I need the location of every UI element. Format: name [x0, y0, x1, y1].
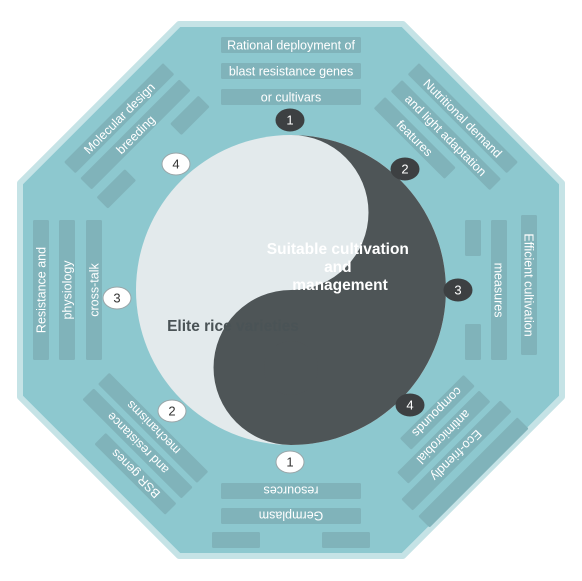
badge-number: 2 — [168, 404, 175, 419]
side-bar — [64, 63, 174, 173]
badge-number: 4 — [172, 157, 179, 172]
side-bottom: Germplasm resources — [212, 483, 370, 548]
side-bar-tab — [170, 96, 210, 135]
side-bar-label: cross-talk — [88, 263, 102, 317]
side-bar-label: blast resistance genes — [229, 65, 353, 79]
dark-half-label: Suitable cultivation and management — [267, 241, 413, 294]
side-bar-label: Efficient cultivation — [522, 233, 536, 336]
side-bar — [400, 375, 475, 450]
dark-label-line-3: management — [292, 277, 388, 294]
dark-label-line-1: Suitable cultivation — [267, 241, 409, 258]
side-bar — [95, 433, 176, 515]
badge-dark-3: 3 — [443, 278, 473, 302]
badge-dark-1: 1 — [275, 108, 305, 132]
side-bar — [401, 400, 511, 510]
side-bar — [221, 37, 361, 53]
badge-number: 2 — [401, 162, 408, 177]
side-right: Efficient cultivation measures — [465, 215, 537, 360]
yin-dot — [264, 185, 318, 239]
badge-dark-2: 2 — [390, 157, 420, 181]
side-bar — [521, 215, 537, 355]
side-bar — [397, 391, 490, 484]
side-bar — [221, 508, 361, 524]
side-left: Resistance and physiology cross-talk — [33, 220, 102, 360]
side-bar — [408, 63, 518, 173]
side-bar — [86, 220, 102, 360]
side-bar-label: resources — [264, 484, 319, 498]
side-bar-tab — [97, 169, 136, 209]
side-bar — [418, 417, 528, 527]
side-bar-label: measures — [492, 263, 506, 318]
badge-number: 1 — [286, 113, 293, 128]
side-bar — [80, 79, 190, 189]
badge-dark-4: 4 — [395, 393, 425, 417]
side-bar-label: Germplasm — [259, 509, 324, 523]
dark-label-line-2: and — [324, 259, 352, 276]
badge-number: 3 — [454, 283, 461, 298]
side-bar — [374, 97, 456, 179]
side-bar — [221, 63, 361, 79]
side-bar — [391, 80, 501, 190]
number-badges: 1 2 3 4 1 2 3 4 — [102, 108, 473, 474]
badge-light-1: 1 — [275, 450, 305, 474]
side-bar-tab — [465, 324, 481, 360]
side-bar — [221, 483, 361, 499]
badge-number: 3 — [113, 291, 120, 306]
side-bar — [221, 89, 361, 105]
side-bar-tab — [322, 532, 370, 548]
side-bar — [59, 220, 75, 360]
badge-light-4: 4 — [161, 152, 191, 176]
yang-dot — [264, 341, 318, 395]
badge-light-2: 2 — [157, 399, 187, 423]
side-bar-label: Rational deployment of — [227, 39, 355, 53]
badge-number: 1 — [286, 455, 293, 470]
side-bar-tab — [212, 532, 260, 548]
light-half-label: Elite rice varieties — [167, 318, 299, 335]
side-bar-tab — [465, 220, 481, 256]
badge-light-3: 3 — [102, 286, 132, 310]
side-bar — [98, 373, 208, 483]
badge-number: 4 — [406, 398, 413, 413]
yin-yang-symbol: Suitable cultivation and management Elit… — [136, 135, 446, 445]
side-bar-label: physiology — [61, 260, 75, 320]
side-top: Rational deployment of blast resistance g… — [221, 37, 361, 105]
side-bar — [33, 220, 49, 360]
side-bar-label: Resistance and — [35, 247, 49, 333]
side-bar-label: or cultivars — [261, 91, 321, 105]
side-bar — [83, 388, 193, 498]
side-bar — [491, 220, 507, 360]
